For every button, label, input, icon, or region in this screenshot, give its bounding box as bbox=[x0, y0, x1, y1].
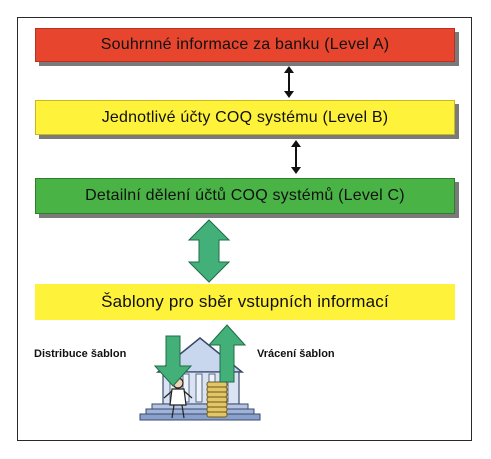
level-c-box: Detailní dělení účtů COQ systémů (Level … bbox=[35, 178, 455, 214]
level-a-box: Souhrnné informace za banku (Level A) bbox=[35, 28, 455, 62]
double-arrow-icon bbox=[291, 140, 301, 174]
coin-stack-icon bbox=[206, 381, 228, 418]
bank-building-icon bbox=[139, 337, 261, 421]
return-label: Vrácení šablon bbox=[257, 348, 335, 360]
double-arrow-icon bbox=[187, 219, 231, 283]
double-arrow-icon bbox=[284, 66, 294, 98]
level-b-box: Jednotlivé účty COQ systému (Level B) bbox=[35, 100, 455, 135]
level-b-label: Jednotlivé účty COQ systému (Level B) bbox=[101, 108, 389, 126]
level-c-label: Detailní dělení účtů COQ systémů (Level … bbox=[85, 187, 405, 204]
templates-label: Šablony pro sběr vstupních informací bbox=[101, 292, 389, 311]
level-a-label: Souhrnné informace za banku (Level A) bbox=[100, 36, 390, 53]
down-arrow-icon bbox=[153, 335, 193, 387]
templates-box: Šablony pro sběr vstupních informací bbox=[35, 284, 455, 320]
person-icon bbox=[163, 377, 193, 419]
diagram-frame bbox=[17, 17, 472, 441]
up-arrow-icon bbox=[207, 324, 247, 383]
distribution-label: Distribuce šablon bbox=[34, 348, 127, 360]
